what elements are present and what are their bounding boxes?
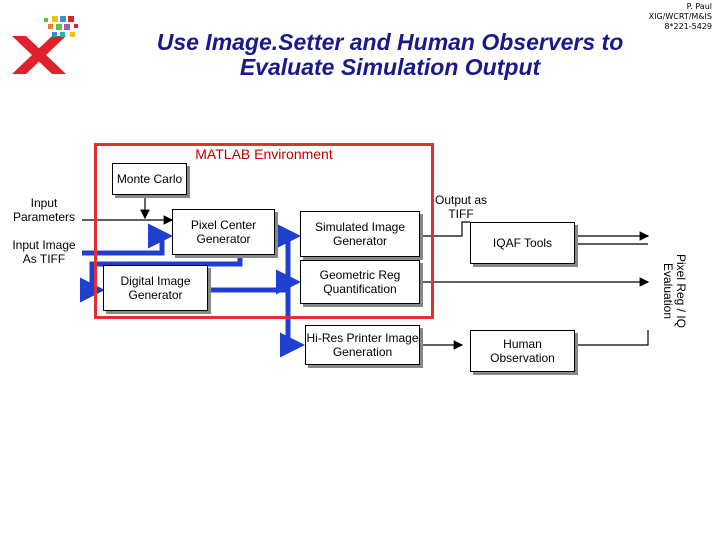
geometric-reg-quantification-box: Geometric Reg Quantification xyxy=(300,260,420,304)
flow-digital-to-simulated xyxy=(208,223,301,293)
author-phone: 8*221-5429 xyxy=(664,22,712,31)
flow-digital-to-geometric xyxy=(276,269,301,295)
title-line-2: Evaluate Simulation Output xyxy=(239,54,541,80)
hires-printer-image-generation-box: Hi-Res Printer Image Generation xyxy=(305,325,420,365)
matlab-environment-label: MATLAB Environment xyxy=(195,146,333,162)
pixel-reg-iq-evaluation-label: Pixel Reg / IQ Evaluation xyxy=(654,254,694,328)
input-image-label: Input Image As TIFF xyxy=(12,238,76,266)
author-dept: XIG/WCRT/M&IS xyxy=(648,12,712,21)
digital-image-generator-box: Digital Image Generator xyxy=(103,265,208,311)
flow-input-to-pixel xyxy=(82,223,173,256)
page-title: Use Image.Setter and Human Observers to … xyxy=(100,30,680,80)
xerox-x-logo xyxy=(8,14,80,76)
connector-human-to-eval xyxy=(575,330,649,346)
title-line-1: Use Image.Setter and Human Observers to xyxy=(156,29,624,55)
simulated-image-generator-box: Simulated Image Generator xyxy=(300,211,420,257)
pixel-reg-iq-evaluation-text: Pixel Reg / IQ Evaluation xyxy=(661,253,688,329)
matlab-environment-frame xyxy=(94,143,434,319)
pixel-center-generator-box: Pixel Center Generator xyxy=(172,209,275,255)
author-info: P. Paul XIG/WCRT/M&IS 8*221-5429 xyxy=(552,2,712,32)
author-name: P. Paul xyxy=(686,2,712,11)
flow-digital-to-printer xyxy=(280,290,305,358)
monte-carlo-box: Monte Carlo xyxy=(112,163,187,195)
connector-simulated-to-iqaf xyxy=(420,221,470,237)
iqaf-tools-box: IQAF Tools xyxy=(470,222,575,264)
input-parameters-label: Input Parameters xyxy=(12,196,76,224)
output-as-tiff-label: Output as TIFF xyxy=(434,193,488,221)
human-observation-box: Human Observation xyxy=(470,330,575,372)
